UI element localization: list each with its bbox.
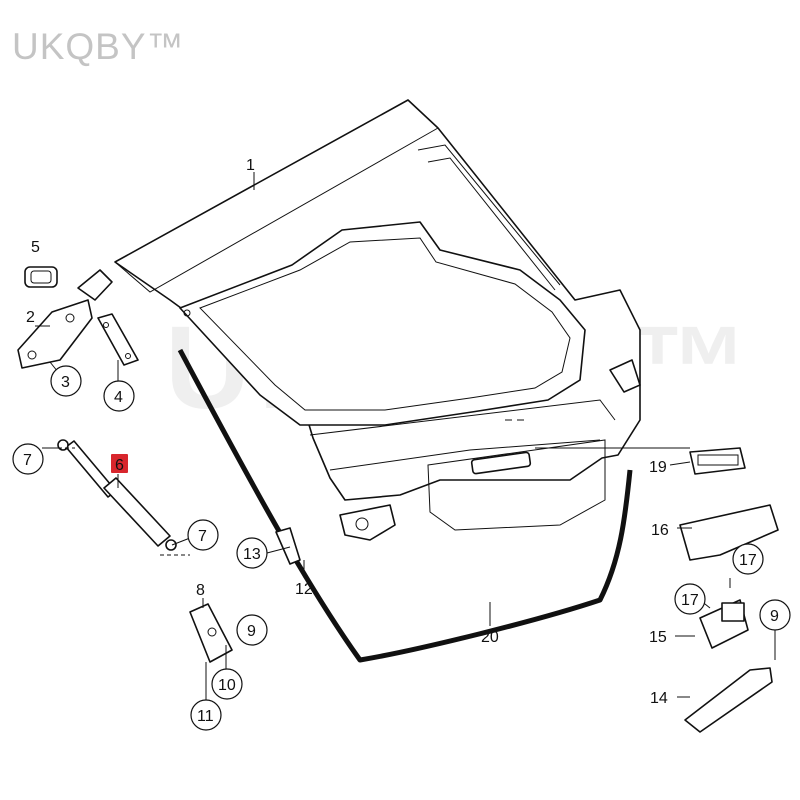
callout-10: 10 <box>211 668 243 700</box>
label-5: 5 <box>31 239 40 256</box>
label-9a: 9 <box>247 623 256 640</box>
callout-4: 4 <box>103 380 135 412</box>
label-2: 2 <box>26 309 35 326</box>
label-10: 10 <box>218 677 236 694</box>
label-11: 11 <box>197 708 214 725</box>
label-4: 4 <box>114 389 123 406</box>
latch-motor <box>721 602 745 622</box>
hinge-arm <box>77 269 113 301</box>
callout-6: 6 <box>111 454 128 474</box>
lock-cover <box>679 504 779 561</box>
callout-19: 19 <box>649 459 667 476</box>
label-3: 3 <box>61 374 70 391</box>
buffer-part-detail <box>30 270 52 284</box>
callout-11: 11 <box>190 699 222 731</box>
camera-lens-strip <box>697 454 739 466</box>
callout-17a: 17 <box>732 543 764 575</box>
callout-15: 15 <box>649 629 667 646</box>
callout-9b: 9 <box>759 599 791 631</box>
callout-7a: 7 <box>12 443 44 475</box>
label-13: 13 <box>243 546 261 563</box>
callout-12: 12 <box>295 581 313 598</box>
brand-logo-text: UKQBY™ <box>12 26 185 67</box>
callout-9a: 9 <box>236 614 268 646</box>
label-14: 14 <box>650 690 668 707</box>
label-20: 20 <box>481 629 499 646</box>
hinge-bracket <box>97 313 139 366</box>
label-12: 12 <box>295 581 313 598</box>
lock-bracket <box>275 527 301 565</box>
label-6: 6 <box>115 457 124 474</box>
label-15: 15 <box>649 629 667 646</box>
label-17a: 17 <box>739 552 757 569</box>
callout-20: 20 <box>481 629 499 646</box>
leader-lines <box>35 172 776 702</box>
callout-16: 16 <box>651 522 669 539</box>
callout-2: 2 <box>26 309 35 326</box>
callout-8: 8 <box>196 582 205 599</box>
callout-7b: 7 <box>187 519 219 551</box>
label-7a: 7 <box>23 452 32 469</box>
callout-14: 14 <box>650 690 668 707</box>
tailgate-assembly <box>114 99 641 541</box>
callout-1: 1 <box>246 157 255 174</box>
callout-5: 5 <box>31 239 40 256</box>
label-19: 19 <box>649 459 667 476</box>
callout-3: 3 <box>50 365 82 397</box>
callout-17b: 17 <box>674 583 706 615</box>
label-8: 8 <box>196 582 205 599</box>
label-9b: 9 <box>770 608 779 625</box>
label-1: 1 <box>246 157 255 174</box>
door-seal-inner <box>179 349 631 661</box>
striker-part <box>189 603 233 663</box>
label-16: 16 <box>651 522 669 539</box>
label-7b: 7 <box>198 528 207 545</box>
callout-13: 13 <box>236 537 268 569</box>
label-17b: 17 <box>681 592 699 609</box>
latch-bar <box>684 667 773 733</box>
buffer-part <box>24 266 58 288</box>
